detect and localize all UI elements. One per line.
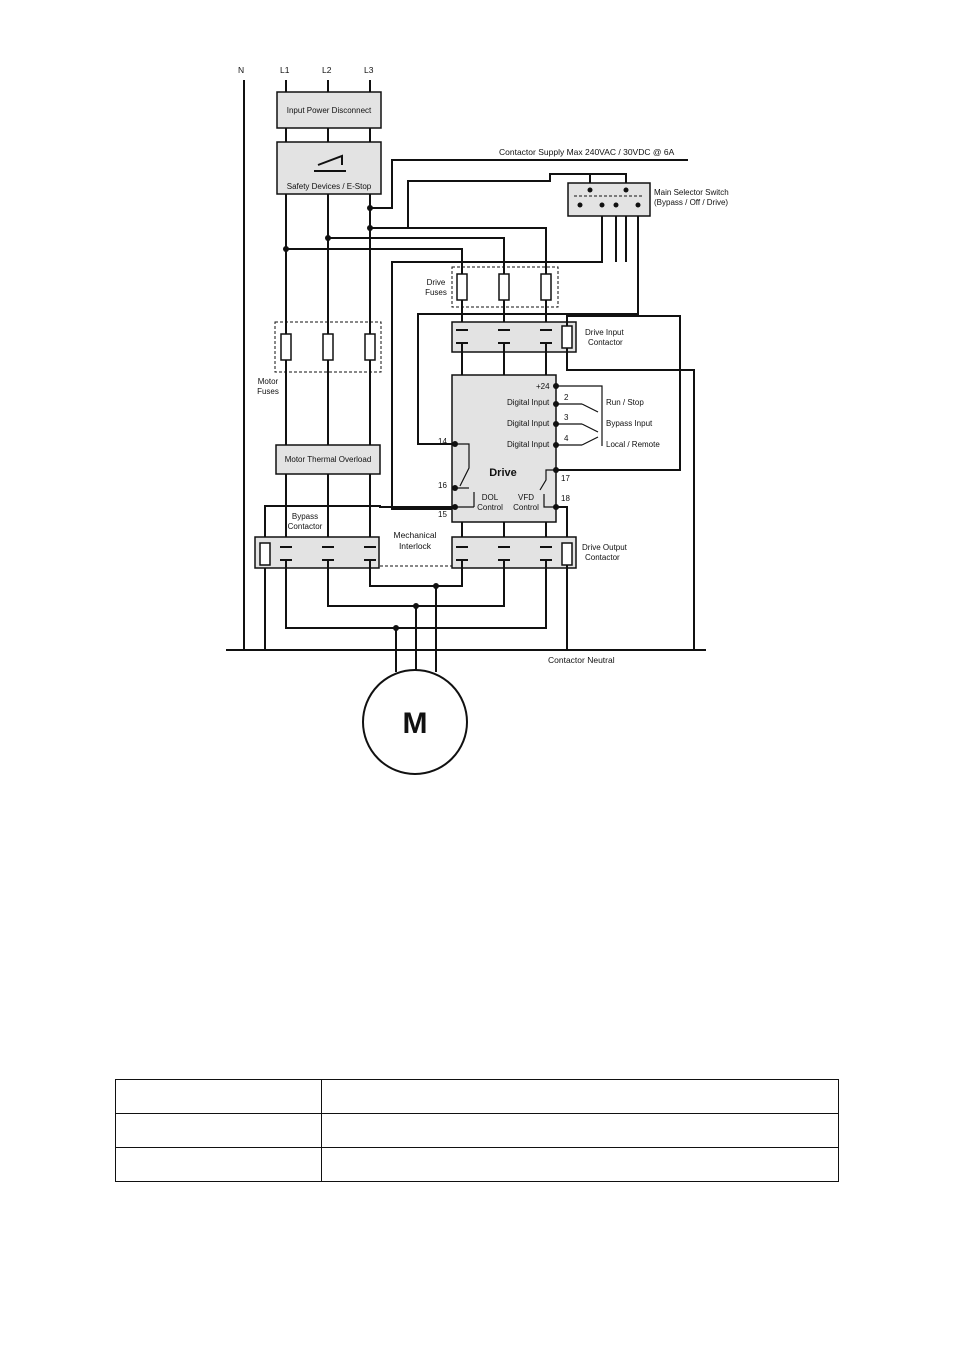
drive-input-wires <box>461 315 695 650</box>
drive-input-contactor-box <box>451 321 577 353</box>
dol-control-label-1: DOL <box>482 493 499 502</box>
drive-input-contactor-label-2: Contactor <box>588 338 623 347</box>
bypass-input-label: Bypass Input <box>606 419 653 428</box>
estop-icon <box>314 154 346 172</box>
drive-fuses-label-1: Drive <box>427 278 446 287</box>
terminal-15: 15 <box>438 510 447 519</box>
drive-digital-input-4: Digital Input <box>507 440 550 449</box>
table-cell <box>115 1079 322 1114</box>
motor-thermal-overload-box <box>275 444 381 475</box>
table-cell <box>321 1079 839 1114</box>
motor-label: M <box>403 707 428 740</box>
selector-switch-contacts <box>574 187 644 208</box>
main-selector-switch-label-1: Main Selector Switch <box>654 188 729 197</box>
drive-fuse-l2 <box>498 273 510 301</box>
motor-fuse-l3 <box>364 333 376 361</box>
label-l1: L1 <box>280 65 290 75</box>
label-n: N <box>238 65 244 75</box>
terminal-14: 14 <box>438 437 447 446</box>
bypass-contactor-label-1: Bypass <box>292 512 318 521</box>
drive-fuse-l1 <box>456 273 468 301</box>
selector-output-wires <box>391 216 639 510</box>
dol-control-label-2: Control <box>477 503 503 512</box>
vfd-control-label-2: Control <box>513 503 539 512</box>
motor-circle <box>362 669 468 775</box>
table-row <box>115 1147 839 1182</box>
supply-wires <box>285 80 371 92</box>
contactor-neutral-label: Contactor Neutral <box>548 655 615 665</box>
main-selector-switch-label-2: (Bypass / Off / Drive) <box>654 198 728 207</box>
bypass-coil-wires <box>264 505 455 650</box>
drive-digital-input-3: Digital Input <box>507 419 550 428</box>
terminal-16: 16 <box>438 481 447 490</box>
mechanical-interlock-label-1: Mechanical <box>394 530 437 540</box>
terminal-18: 18 <box>561 494 570 503</box>
motor-thermal-overload-label: Motor Thermal Overload <box>285 455 372 464</box>
drive-plus24: +24 <box>536 382 550 391</box>
blank-table <box>115 1079 839 1182</box>
drive-fuses-enclosure <box>451 266 559 308</box>
table-cell <box>321 1147 839 1182</box>
table-row <box>115 1079 839 1114</box>
drive-input-switches <box>553 383 603 448</box>
terminal-2: 2 <box>564 393 569 402</box>
motor-fuse-l1 <box>280 333 292 361</box>
table-cell <box>115 1113 322 1148</box>
run-stop-label: Run / Stop <box>606 398 644 407</box>
motor-fuses-enclosure <box>274 321 382 373</box>
label-l3: L3 <box>364 65 374 75</box>
table-cell <box>115 1147 322 1182</box>
motor-output-wires <box>285 560 568 672</box>
motor-fuse-l2 <box>322 333 334 361</box>
bypass-contactor-coil <box>259 542 271 566</box>
vfd-control-contacts <box>539 467 559 510</box>
table-row <box>115 1113 839 1148</box>
bypass-contactor-box <box>254 536 380 569</box>
input-power-disconnect-label: Input Power Disconnect <box>287 106 372 115</box>
terminal-3: 3 <box>564 413 569 422</box>
label-l2: L2 <box>322 65 332 75</box>
drive-output-contactor-label-2: Contactor <box>585 553 620 562</box>
main-phase-wires <box>285 194 371 541</box>
drive-input-contactor-coil <box>561 325 573 349</box>
terminal-4: 4 <box>564 434 569 443</box>
vfd-control-label-1: VFD <box>518 493 534 502</box>
disconnect-to-safety-wires <box>285 128 371 142</box>
drive-input-contactor-label-1: Drive Input <box>585 328 624 337</box>
contactor-supply-wires <box>367 159 688 228</box>
safety-devices-box <box>276 141 382 195</box>
drive-digital-input-2: Digital Input <box>507 398 550 407</box>
contactor-supply-label: Contactor Supply Max 240VAC / 30VDC @ 6A <box>499 147 675 157</box>
motor-fuses-label-2: Fuses <box>257 387 279 396</box>
main-selector-switch-box <box>567 182 651 217</box>
drive-output-contactor-box <box>451 536 577 569</box>
drive-fuses-label-2: Fuses <box>425 288 447 297</box>
mechanical-interlock-label-2: Interlock <box>399 541 432 551</box>
safety-devices-label: Safety Devices / E-Stop <box>287 182 372 191</box>
input-power-disconnect-box <box>276 91 382 129</box>
table-cell <box>321 1113 839 1148</box>
dol-control-contacts <box>452 441 475 510</box>
terminal-17: 17 <box>561 474 570 483</box>
bypass-contactor-label-2: Contactor <box>288 522 323 531</box>
drive-output-contactor-coil <box>561 542 573 566</box>
drive-fuse-l3 <box>540 273 552 301</box>
motor-fuses-label-1: Motor <box>258 377 279 386</box>
drive-title: Drive <box>489 467 517 479</box>
drive-output-contactor-label-1: Drive Output <box>582 543 628 552</box>
local-remote-label: Local / Remote <box>606 440 660 449</box>
wiring-diagram: N L1 L2 L3 Input Power Disconnect Safety… <box>226 65 729 775</box>
